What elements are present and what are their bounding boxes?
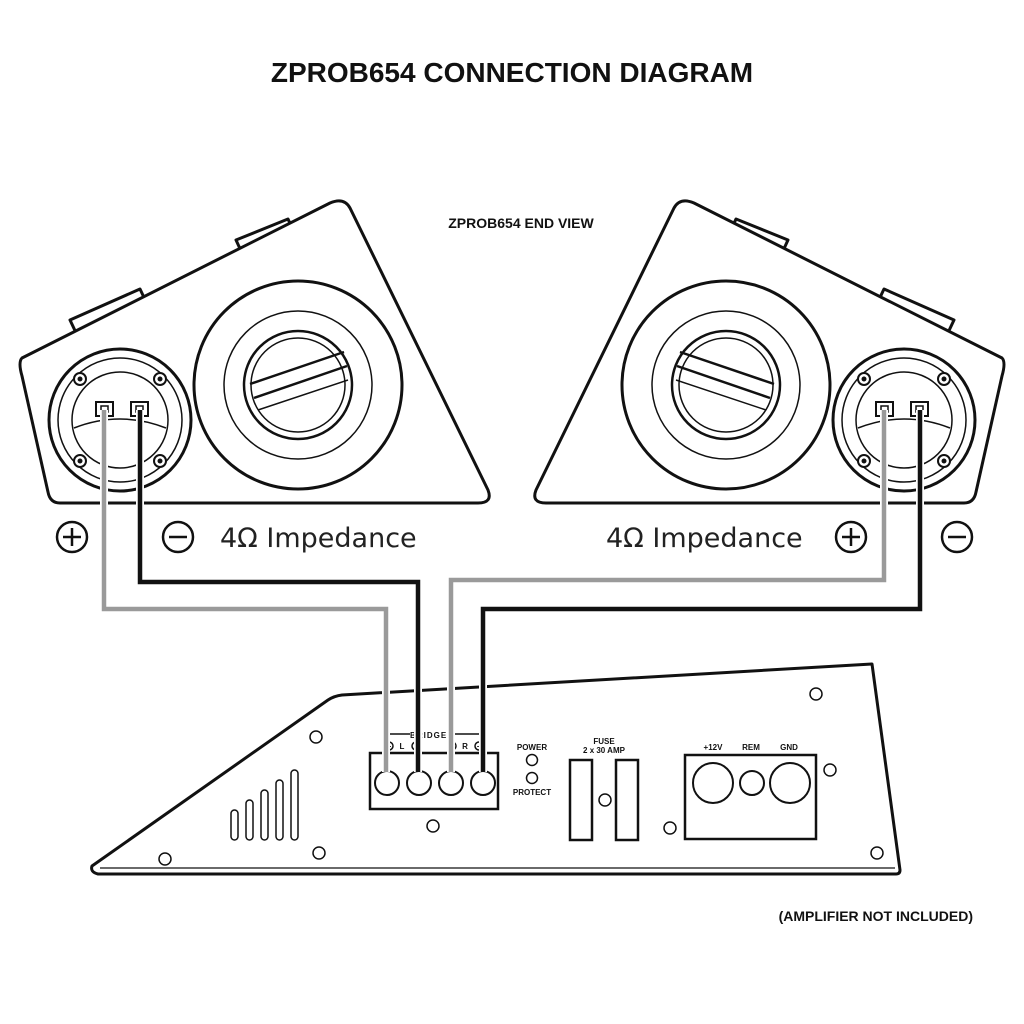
fuse-2[interactable] xyxy=(614,758,640,842)
protect-label: PROTECT xyxy=(513,788,551,797)
left-plus-symbol xyxy=(55,520,89,554)
fuse-rating: 2 x 30 AMP xyxy=(583,746,626,755)
right-channel-label: R xyxy=(462,742,468,751)
protect-led xyxy=(525,771,539,785)
right-woofer xyxy=(620,279,832,491)
amplifier: BRIDGED + L − + R − POWER PROTECT FUSE 2… xyxy=(90,662,902,876)
rem-terminal[interactable] xyxy=(739,770,765,796)
gnd-label: GND xyxy=(780,743,798,752)
left-tweeter xyxy=(47,347,193,493)
right-plus-symbol xyxy=(834,520,868,554)
amplifier-note: (AMPLIFIER NOT INCLUDED) xyxy=(779,908,973,924)
v12-terminal[interactable] xyxy=(692,762,734,804)
bridged-label: BRIDGED xyxy=(410,731,454,740)
power-led xyxy=(525,753,539,767)
left-positive-terminal[interactable] xyxy=(374,770,400,796)
end-view-label: ZPROB654 END VIEW xyxy=(448,215,594,231)
right-minus-symbol xyxy=(940,520,974,554)
right-speaker-enclosure xyxy=(533,199,1006,505)
left-negative-terminal[interactable] xyxy=(406,770,432,796)
left-speaker-enclosure xyxy=(18,199,491,505)
left-impedance-label: 4Ω Impedance xyxy=(220,523,417,554)
amplifier-vent xyxy=(230,769,299,841)
diagram-title: ZPROB654 CONNECTION DIAGRAM xyxy=(271,57,753,88)
left-minus-symbol xyxy=(161,520,195,554)
left-channel-label: L xyxy=(400,742,405,751)
rem-label: REM xyxy=(742,743,760,752)
left-woofer xyxy=(192,279,404,491)
right-positive-terminal[interactable] xyxy=(438,770,464,796)
v12-label: +12V xyxy=(704,743,724,752)
right-negative-terminal[interactable] xyxy=(470,770,496,796)
right-impedance-label: 4Ω Impedance xyxy=(606,523,803,554)
power-terminal-block: +12V REM GND xyxy=(683,743,818,841)
right-tweeter xyxy=(831,347,977,493)
fuse-label: FUSE xyxy=(593,737,615,746)
power-label: POWER xyxy=(517,743,547,752)
fuse-1[interactable] xyxy=(568,758,594,842)
gnd-terminal[interactable] xyxy=(769,762,811,804)
speaker-terminal-block: BRIDGED + L − + R − xyxy=(368,731,500,811)
